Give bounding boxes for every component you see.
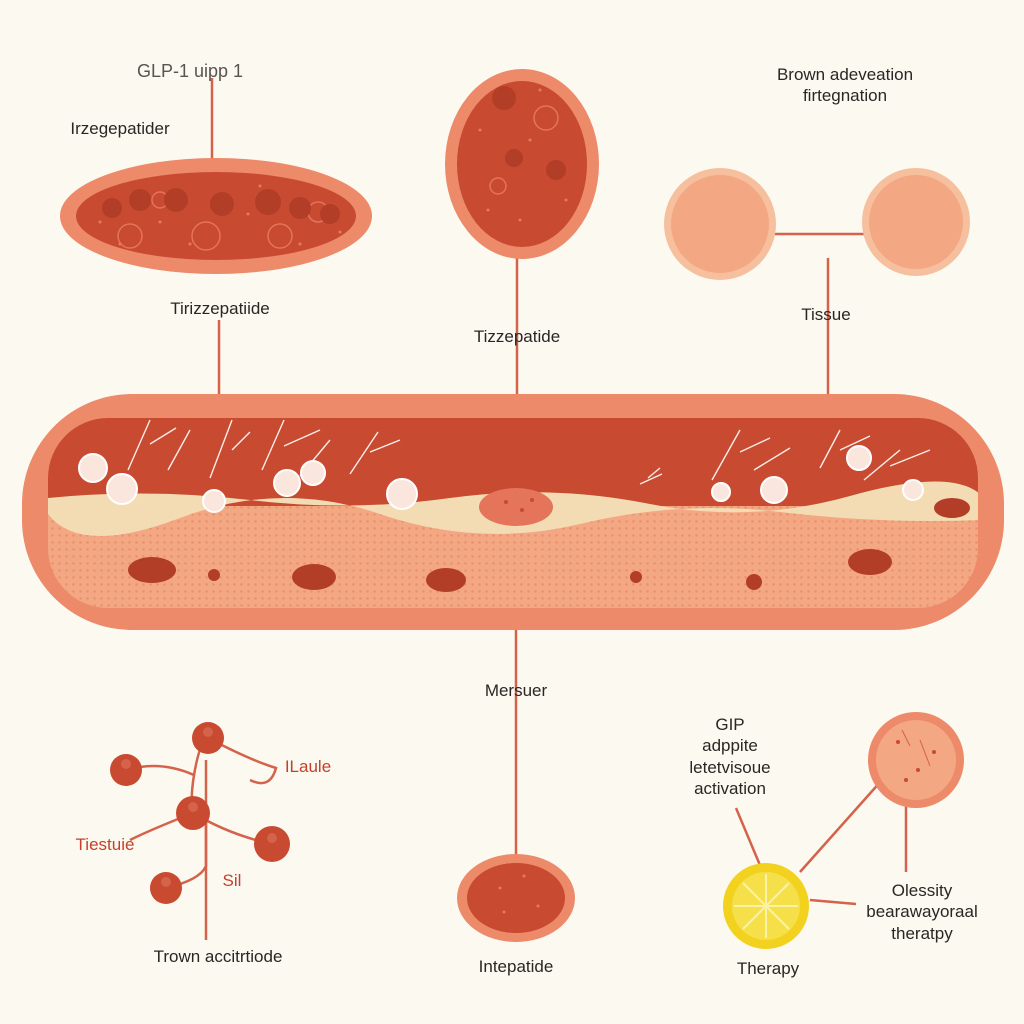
label-gip-activation: GIP adppite letetvisoue activation [689,715,771,798]
label-intepatide: Intepatide [478,957,554,976]
oval-cell-bottom [457,854,575,942]
oval-cell-center [445,69,599,259]
label-trown-accitrtiode: Trown accitrtiode [153,947,283,966]
label-brown-adevation: Brown adeveation firtegnation [776,65,914,106]
label-ilaule: ILaule [284,757,332,776]
oval-cell-left [60,158,372,274]
pale-cell-pair [664,168,970,280]
label-glp1: GLP-1 uipp 1 [136,61,244,81]
blood-vessel [22,394,1004,630]
label-therapy: Therapy [736,959,800,978]
label-irzegepatider: Irzegepatider [70,119,170,138]
lemon-slice-icon [723,863,809,949]
label-tiestuie: Tiestuie [75,835,135,854]
connector-lines [210,78,908,906]
molecule-network [110,722,290,940]
label-sil: Sil [222,871,242,890]
label-tissue-top: Tissue [801,305,851,324]
label-tizzepatide: Tizzepatide [473,327,561,346]
label-tirizzepatiide: Tirizzepatiide [170,299,270,318]
label-mersuer: Mersuer [484,681,548,700]
label-olessity: Olessity bearawayoraal theratpy [866,881,978,943]
round-cell-bottom-right [868,712,964,808]
